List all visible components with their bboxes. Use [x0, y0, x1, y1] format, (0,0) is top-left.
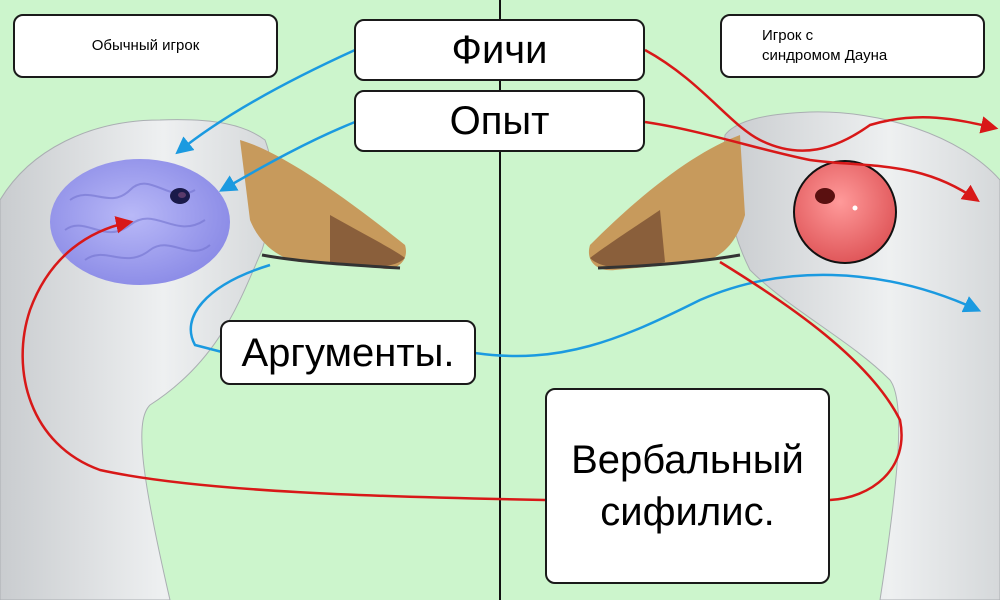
- arrow-mouth-to-arguments: [189, 263, 271, 354]
- label-experience: Опыт: [354, 90, 645, 152]
- left-goose: [0, 119, 406, 600]
- label-down-player: Игрок с синдромом Дауна: [720, 14, 985, 78]
- right-eye-pupil: [815, 188, 835, 204]
- label-features: Фичи: [354, 19, 645, 81]
- left-eye-highlight: [178, 192, 186, 198]
- arrow-arguments-to-right: [474, 273, 982, 358]
- arrow-experience-to-brain: [218, 120, 356, 192]
- arrow-experience-to-right: [644, 120, 980, 203]
- right-goose-mouth-line: [597, 253, 741, 270]
- swollen-eye-icon: [793, 160, 897, 264]
- right-goose: [588, 111, 1000, 600]
- label-normal-player: Обычный игрок: [13, 14, 278, 78]
- label-verbal-syphilis: Вербальный сифилис.: [545, 388, 830, 584]
- arrow-features-to-brain: [175, 48, 356, 155]
- arrow-mouth-to-syphilis: [719, 260, 903, 502]
- arrow-features-to-right: [644, 48, 999, 152]
- right-eye-highlight: [852, 205, 858, 211]
- left-goose-mouth-line: [261, 253, 401, 270]
- right-goose-beak-tip: [590, 210, 665, 268]
- left-goose-beak-tip: [330, 215, 405, 267]
- arrow-syphilis-to-brain: [21, 216, 546, 502]
- label-arguments: Аргументы.: [220, 320, 476, 385]
